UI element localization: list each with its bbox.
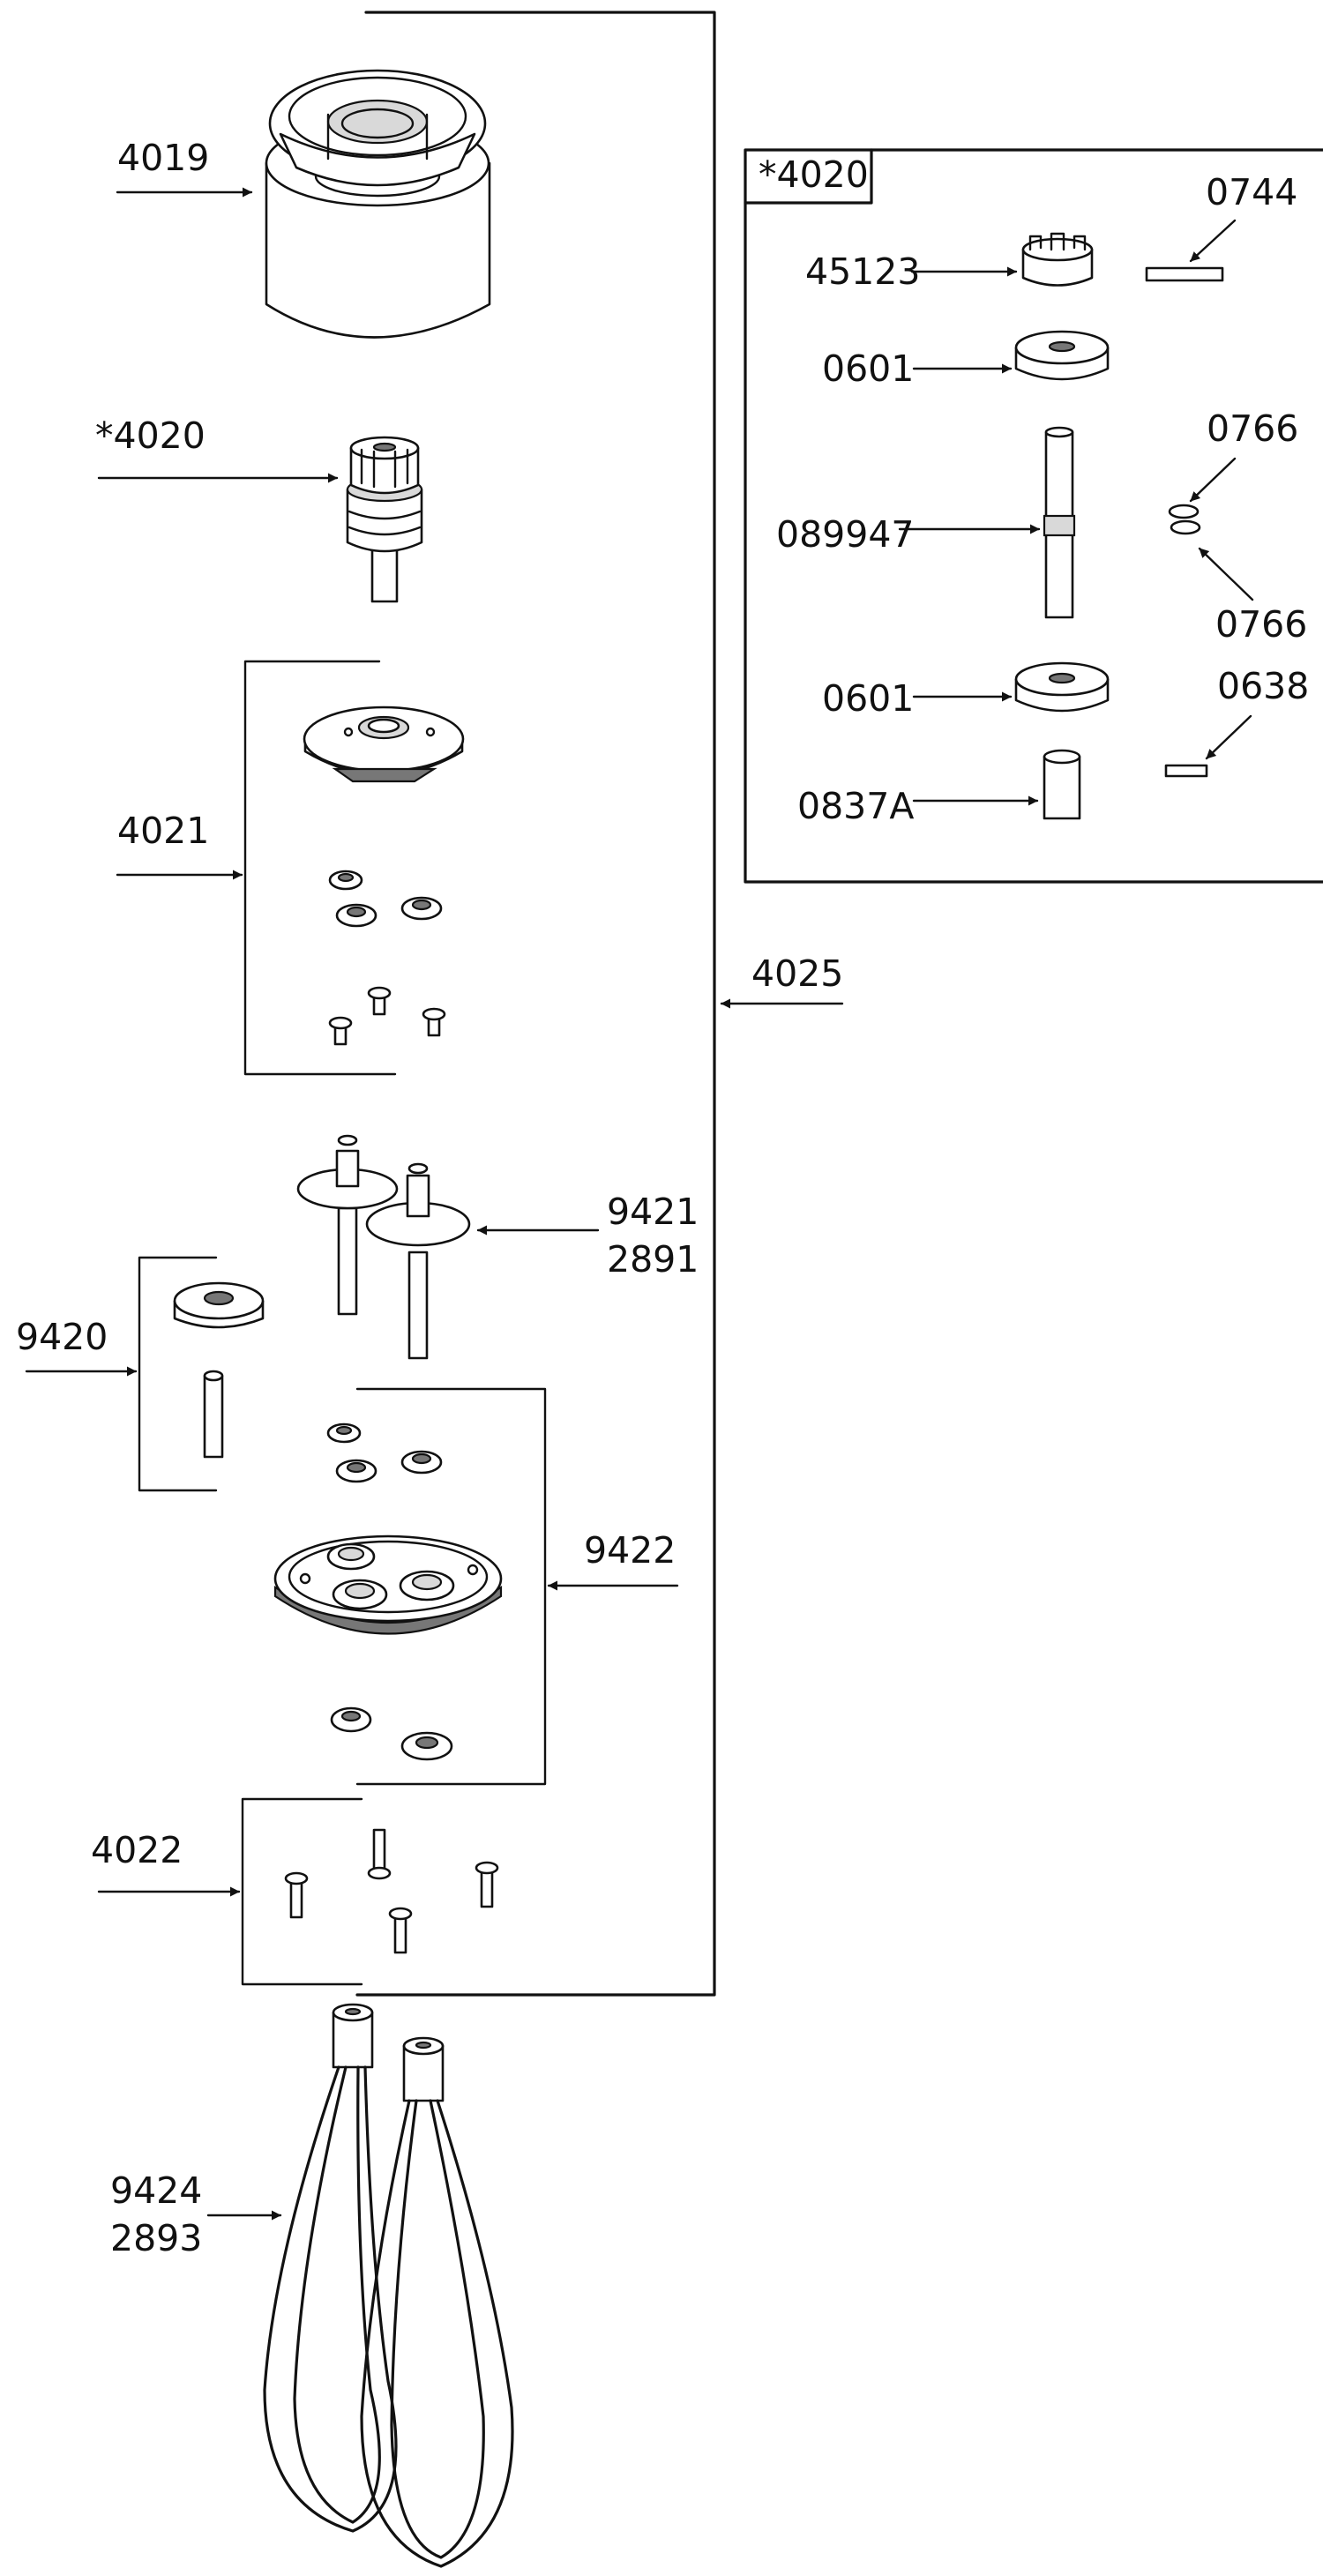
part-4020-drive-shaft xyxy=(346,436,423,603)
callout-9424: 9424 xyxy=(110,2169,202,2212)
part-4021-bushings xyxy=(328,870,443,928)
part-4019-bowl-adapter xyxy=(265,69,491,339)
group-bracket-9422 xyxy=(355,1387,547,1786)
part-4021-screws xyxy=(328,986,446,1046)
inset-label-0766b: 0766 xyxy=(1215,603,1307,646)
callout-4020: *4020 xyxy=(95,414,206,457)
inset-label-45123: 45123 xyxy=(805,250,920,293)
callout-9420: 9420 xyxy=(16,1316,108,1358)
inset-title: *4020 xyxy=(759,153,869,196)
inset-label-0601b: 0601 xyxy=(822,677,914,720)
inset-title-tab xyxy=(744,148,873,205)
callout-4019: 4019 xyxy=(117,137,209,179)
inset-4020-detail: *4020 45123 0744 0601 089947 0766 0766 xyxy=(744,148,1323,884)
inset-frame xyxy=(744,148,1323,884)
inset-label-0766a: 0766 xyxy=(1207,407,1298,450)
assembly-bracket-4025 xyxy=(355,11,716,1997)
inset-label-0837A: 0837A xyxy=(797,785,914,827)
inset-label-0744: 0744 xyxy=(1206,171,1297,213)
callout-4021: 4021 xyxy=(117,810,209,852)
callout-2893: 2893 xyxy=(110,2217,202,2259)
inset-label-0638: 0638 xyxy=(1217,665,1309,707)
group-bracket-4021 xyxy=(243,660,397,1076)
callout-9421: 9421 xyxy=(607,1191,699,1233)
part-9420-bushing-pin xyxy=(173,1281,265,1459)
callout-4025: 4025 xyxy=(751,952,843,995)
callout-4022: 4022 xyxy=(91,1829,183,1871)
callout-9422: 9422 xyxy=(584,1529,676,1572)
group-bracket-9420 xyxy=(138,1256,218,1492)
part-9424-whisks xyxy=(263,2003,514,2568)
group-bracket-4022 xyxy=(241,1797,363,1986)
part-4021-plate xyxy=(303,706,465,783)
callout-2891: 2891 xyxy=(607,1238,699,1281)
part-4022-screws xyxy=(284,1828,499,1954)
part-9421-drive-shafts xyxy=(296,1134,471,1360)
inset-label-0601a: 0601 xyxy=(822,347,914,390)
inset-label-089947: 089947 xyxy=(776,513,915,556)
part-9422-gear-housing xyxy=(273,1422,503,1761)
